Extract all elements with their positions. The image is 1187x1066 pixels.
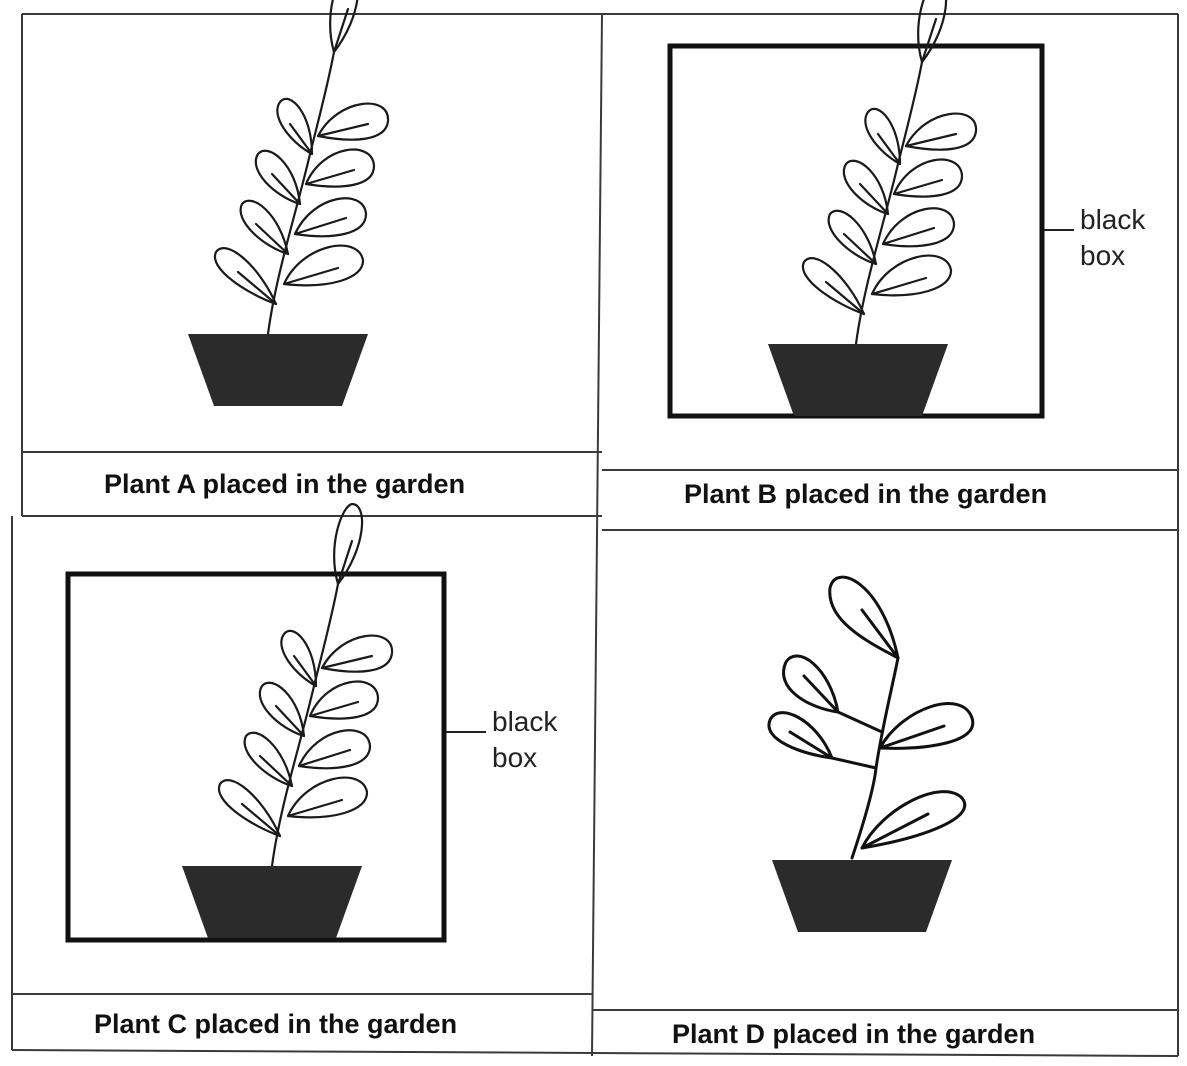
pot-c [182,866,362,938]
black-box-label-b-line2: box [1080,238,1145,274]
plant-a [215,0,388,334]
black-box-label-b-line1: black [1080,202,1145,238]
pot-a [188,334,368,406]
plant-b [803,0,976,344]
black-box-label-b: black box [1080,202,1145,274]
caption-plant-c: Plant C placed in the garden [94,1011,457,1038]
caption-plant-a: Plant A placed in the garden [104,471,465,498]
grid-center-divider [592,14,602,1056]
caption-plant-d: Plant D placed in the garden [672,1021,1035,1048]
panel-d-illustration [769,577,973,932]
black-box-label-c-line2: box [492,740,557,776]
panel-a-illustration [188,0,388,406]
plant-d [769,577,973,858]
panel-c-illustration [68,504,486,940]
pot-d [772,860,952,932]
black-box-label-c: black box [492,704,557,776]
plant-c [219,504,392,866]
black-box-label-c-line1: black [492,704,557,740]
pot-b [768,344,948,416]
grid-bottom-edge [12,1050,1178,1056]
panel-grid [12,14,1178,1056]
panel-b-illustration [670,0,1074,416]
caption-plant-b: Plant B placed in the garden [684,481,1047,508]
